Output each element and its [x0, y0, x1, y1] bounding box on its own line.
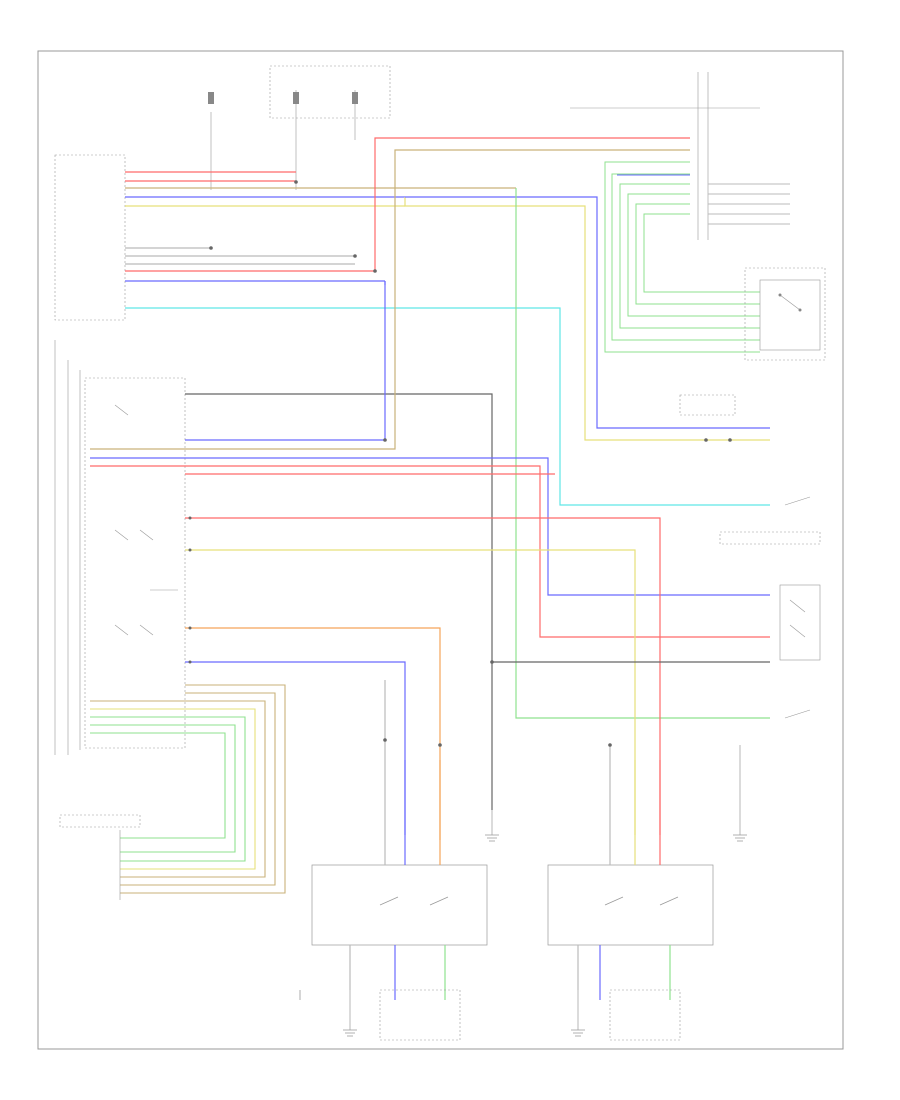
- switch-icon: [778, 293, 802, 312]
- illumination-connector: [570, 72, 760, 240]
- right-stubs: [299, 196, 770, 1000]
- master-switch-connector: [54, 154, 186, 755]
- right-middle-components: [679, 394, 821, 719]
- rear-right-switch: [547, 864, 714, 946]
- master-internal-switches: [114, 404, 178, 636]
- rear-motor-connectors: [379, 989, 681, 1041]
- pin-rows-top: [125, 171, 555, 309]
- left-front-connector: [59, 814, 141, 900]
- lower-left-harness: [90, 684, 286, 894]
- right-front-switch: [744, 267, 826, 361]
- wires-top-right: [374, 137, 770, 719]
- ground-icon: [343, 745, 747, 1037]
- rear-left-switch: [311, 864, 488, 946]
- fuse-area: [210, 65, 391, 190]
- connector-icon: [188, 180, 732, 747]
- fuse-icon: [208, 92, 358, 104]
- right-harness: [604, 161, 790, 353]
- rear-wires: [349, 680, 671, 1000]
- diagram-frame: [37, 50, 844, 1050]
- middle-rows: [90, 280, 770, 840]
